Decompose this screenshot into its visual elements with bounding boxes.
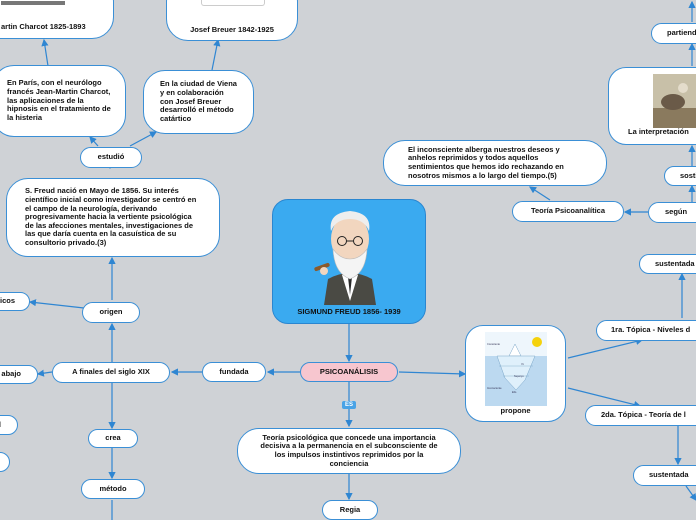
propone-label: propone <box>500 406 531 416</box>
segunda-topica-node[interactable]: 2da. Tópica - Teoría de l <box>585 405 696 426</box>
viena-text: En la ciudad de Viena y en colaboración … <box>160 79 237 123</box>
interpretacion-caption: La interpretación <box>628 127 689 137</box>
origen-text-node[interactable]: S. Freud nació en Mayo de 1856. Su inter… <box>6 178 220 257</box>
partial-abajo-node[interactable]: abajo <box>0 365 38 384</box>
charcot-caption: artin Charcot 1825-1893 <box>1 22 86 32</box>
freud-portrait-icon <box>314 211 376 305</box>
iceberg-label-consciente: Consciente <box>487 343 500 346</box>
breuer-node[interactable]: Josef Breuer 1842-1925 <box>166 0 298 41</box>
iceberg-label-superyo: Superyo <box>514 375 524 378</box>
regia-node[interactable]: Regia <box>322 500 378 520</box>
painting-image <box>653 74 696 128</box>
center-title: SIGMUND FREUD 1856- 1939 <box>297 307 401 317</box>
teoria-psicoanalitica-node[interactable]: Teoría Psicoanalítica <box>512 201 624 222</box>
origen-node[interactable]: origen <box>82 302 140 323</box>
definition-text: Teoría psicológica que concede una impor… <box>260 432 438 468</box>
interpretacion-node[interactable]: La interpretación <box>608 67 696 145</box>
inconsciente-text: El inconsciente alberga nuestros deseos … <box>408 144 564 180</box>
inconsciente-node[interactable]: El inconsciente alberga nuestros deseos … <box>383 140 607 186</box>
es-badge: ES <box>342 401 357 409</box>
charcot-node[interactable]: artin Charcot 1825-1893 <box>0 0 114 39</box>
sustentada-bottom-node[interactable]: sustentada <box>633 465 696 486</box>
sustentada-top-node[interactable]: sustentada <box>639 254 696 274</box>
iceberg-label-ello: Ello <box>512 391 517 394</box>
charcot-photo <box>1 1 65 5</box>
propone-node[interactable]: Consciente Inconsciente Ello Yo Superyo … <box>465 325 566 422</box>
fines-siglo-node[interactable]: A finales del siglo XIX <box>52 362 170 383</box>
breuer-photo-frame <box>201 0 265 6</box>
iceberg-label-yo: Yo <box>521 363 524 366</box>
definition-node[interactable]: Teoría psicológica que concede una impor… <box>237 428 461 474</box>
partial-l-node[interactable]: l <box>0 415 18 435</box>
partial-icos-node[interactable]: icos <box>0 292 30 311</box>
estudio-node[interactable]: estudió <box>80 147 142 168</box>
sosti-node[interactable]: sosti <box>664 166 696 186</box>
sigmund-freud-node[interactable]: SIGMUND FREUD 1856- 1939 <box>272 199 426 324</box>
viena-node[interactable]: En la ciudad de Viena y en colaboración … <box>143 70 254 134</box>
paris-node[interactable]: En París, con el neurólogo francés Jean-… <box>0 65 126 137</box>
paris-text: En París, con el neurólogo francés Jean-… <box>7 78 111 122</box>
primera-topica-node[interactable]: 1ra. Tópica - Niveles d <box>596 320 696 341</box>
segun-node[interactable]: según <box>648 202 696 223</box>
fundada-node[interactable]: fundada <box>202 362 266 382</box>
partiend-node[interactable]: partiend <box>651 23 696 44</box>
iceberg-image <box>485 332 547 406</box>
iceberg-label-inconsciente: Inconsciente <box>487 387 502 390</box>
origen-text: S. Freud nació en Mayo de 1856. Su inter… <box>25 186 197 248</box>
psicoanalisis-node[interactable]: PSICOANÁLISIS <box>300 362 398 382</box>
crea-node[interactable]: crea <box>88 429 138 448</box>
breuer-caption: Josef Breuer 1842-1925 <box>190 25 274 35</box>
metodo-node[interactable]: método <box>81 479 145 499</box>
